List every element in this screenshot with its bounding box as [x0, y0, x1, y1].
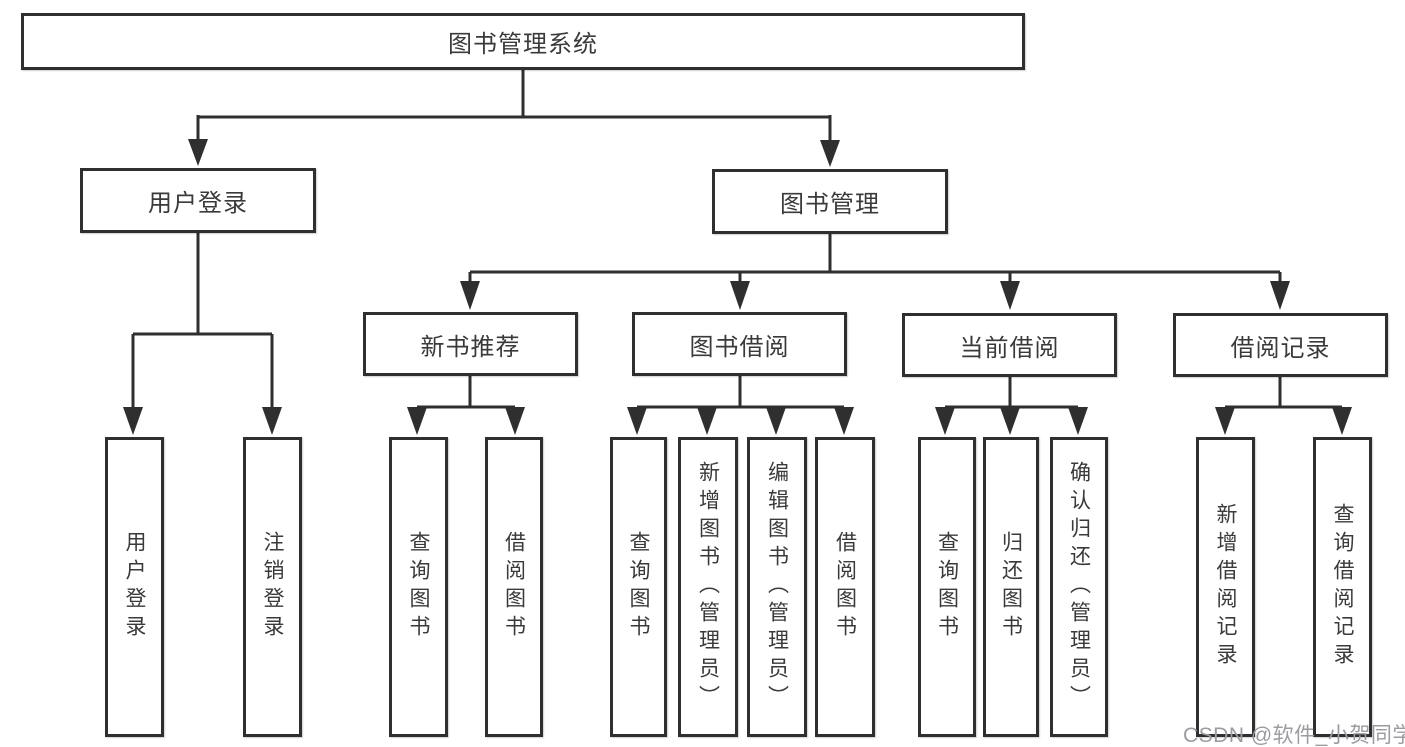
leaf-node-query-books-1: 查询图书: [389, 437, 448, 737]
leaf-node-label: 新增借阅记录: [1214, 503, 1237, 671]
root-node-label: 图书管理系统: [448, 31, 598, 58]
branch-node-label: 当前借阅: [959, 334, 1060, 362]
root-node-library-system: 图书管理系统: [21, 13, 1025, 70]
branch-node-book-management: 图书管理: [712, 169, 948, 234]
leaf-node-label: 查询图书: [627, 531, 650, 643]
leaf-node-label: 新增图书（管理员）: [696, 461, 720, 713]
branch-node-new-book-recommend: 新书推荐: [363, 312, 578, 376]
leaf-node-label: 编辑图书（管理员）: [765, 461, 789, 713]
leaf-node-user-login: 用户登录: [105, 437, 164, 737]
leaf-node-borrow-books-2: 借阅图书: [815, 437, 875, 737]
leaf-node-add-book-admin: 新增图书（管理员）: [678, 437, 738, 737]
leaf-node-add-borrow-record: 新增借阅记录: [1196, 437, 1255, 737]
leaf-node-label: 借阅图书: [502, 531, 526, 643]
branch-node-label: 图书管理: [780, 191, 880, 218]
leaf-node-label: 查询借阅记录: [1331, 503, 1354, 671]
branch-node-label: 用户登录: [148, 190, 248, 217]
branch-node-label: 借阅记录: [1230, 334, 1331, 362]
leaf-node-label: 确认归还（管理员）: [1067, 461, 1091, 713]
branch-node-book-borrow: 图书借阅: [632, 312, 847, 376]
leaf-node-return-book: 归还图书: [983, 437, 1039, 737]
leaf-node-query-borrow-record: 查询借阅记录: [1313, 437, 1372, 737]
branch-node-user-login: 用户登录: [80, 168, 316, 233]
leaf-node-label: 查询图书: [407, 531, 430, 643]
leaf-node-confirm-return-admin: 确认归还（管理员）: [1050, 437, 1108, 737]
leaf-node-borrow-books-1: 借阅图书: [485, 437, 543, 737]
leaf-node-label: 用户登录: [123, 531, 146, 643]
branch-node-label: 图书借阅: [689, 333, 790, 361]
branch-node-current-borrow: 当前借阅: [902, 313, 1117, 377]
leaf-node-query-books-3: 查询图书: [918, 437, 976, 737]
leaf-node-query-books-2: 查询图书: [610, 437, 667, 737]
arrowheads: [123, 139, 1352, 435]
branch-node-borrow-records: 借阅记录: [1173, 313, 1388, 377]
leaf-node-label: 注销登录: [261, 531, 284, 643]
csdn-watermark: CSDN @软件_小贺同学: [1183, 724, 1405, 747]
leaf-node-label: 借阅图书: [833, 531, 857, 643]
leaf-node-logout: 注销登录: [243, 437, 302, 737]
leaf-node-label: 查询图书: [935, 531, 959, 643]
branch-node-label: 新书推荐: [420, 333, 521, 361]
leaf-node-edit-book-admin: 编辑图书（管理员）: [747, 437, 807, 737]
leaf-node-label: 归还图书: [999, 531, 1023, 643]
